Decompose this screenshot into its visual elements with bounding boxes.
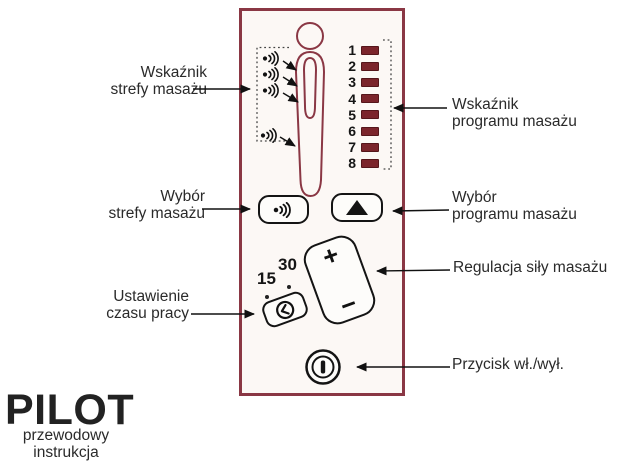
program-channel-row: 7 bbox=[343, 139, 379, 155]
program-channel-row: 5 bbox=[343, 107, 379, 123]
channel-led-indicator bbox=[361, 94, 379, 104]
channel-number: 3 bbox=[348, 74, 356, 91]
label-program-select: Wybór programu masażu bbox=[452, 189, 577, 223]
timer-led-dot bbox=[265, 295, 269, 299]
speaker-wave-icon bbox=[273, 201, 291, 218]
channel-number: 6 bbox=[348, 123, 356, 140]
subtitle-line-2: instrukcja bbox=[33, 443, 99, 461]
label-program-indicator: Wskaźnik programu masażu bbox=[452, 96, 577, 130]
channel-number: 1 bbox=[348, 42, 356, 59]
timer-led-dot bbox=[287, 285, 291, 289]
channel-number: 8 bbox=[348, 155, 356, 172]
program-channel-row: 4 bbox=[343, 91, 379, 107]
subtitle-line-1: przewodowy bbox=[22, 427, 110, 444]
channel-led-indicator bbox=[361, 126, 379, 136]
program-indicator-list: 1 2 3 4 5 6 7 8 bbox=[343, 42, 379, 172]
program-channel-row: 3 bbox=[343, 74, 379, 90]
channel-led-indicator bbox=[361, 61, 379, 71]
channel-number: 7 bbox=[348, 139, 356, 156]
program-channel-row: 1 bbox=[343, 42, 379, 58]
channel-number: 5 bbox=[348, 106, 356, 123]
power-button[interactable] bbox=[303, 347, 343, 387]
zone-wave-icon bbox=[260, 128, 277, 143]
intensity-minus-label[interactable]: − bbox=[336, 287, 361, 322]
product-subtitle: przewodowy instrukcja bbox=[0, 427, 132, 461]
timer-preset-15: 15 bbox=[257, 269, 276, 288]
label-power: Przycisk wł./wył. bbox=[452, 356, 564, 373]
channel-led-indicator bbox=[361, 158, 379, 168]
timer-button[interactable] bbox=[259, 289, 311, 330]
triangle-up-icon bbox=[346, 200, 368, 215]
channel-number: 2 bbox=[348, 58, 356, 75]
label-zone-select: Wybór strefy masażu bbox=[108, 188, 205, 222]
label-timer: Ustawienie czasu pracy bbox=[106, 288, 189, 322]
zone-wave-icon bbox=[262, 67, 279, 82]
label-zone-indicator: Wskaźnik strefy masażu bbox=[110, 64, 207, 98]
zone-wave-icon bbox=[262, 51, 279, 66]
intensity-plus-label[interactable]: + bbox=[318, 238, 343, 273]
power-icon bbox=[305, 349, 341, 385]
program-channel-row: 8 bbox=[343, 155, 379, 171]
body-silhouette-icon bbox=[294, 22, 326, 198]
channel-number: 4 bbox=[348, 90, 356, 107]
channel-led-indicator bbox=[361, 110, 379, 120]
clock-icon bbox=[275, 300, 295, 319]
label-intensity: Regulacja siły masażu bbox=[453, 259, 608, 276]
zone-select-button[interactable] bbox=[258, 195, 309, 224]
program-channel-row: 2 bbox=[343, 58, 379, 74]
timer-preset-30: 30 bbox=[278, 255, 297, 274]
channel-led-indicator bbox=[361, 77, 379, 87]
channel-led-indicator bbox=[361, 45, 379, 55]
product-title: PILOT bbox=[5, 386, 135, 434]
zone-wave-icon bbox=[262, 83, 279, 98]
program-channel-row: 6 bbox=[343, 123, 379, 139]
program-select-button[interactable] bbox=[331, 193, 383, 222]
channel-led-indicator bbox=[361, 142, 379, 152]
